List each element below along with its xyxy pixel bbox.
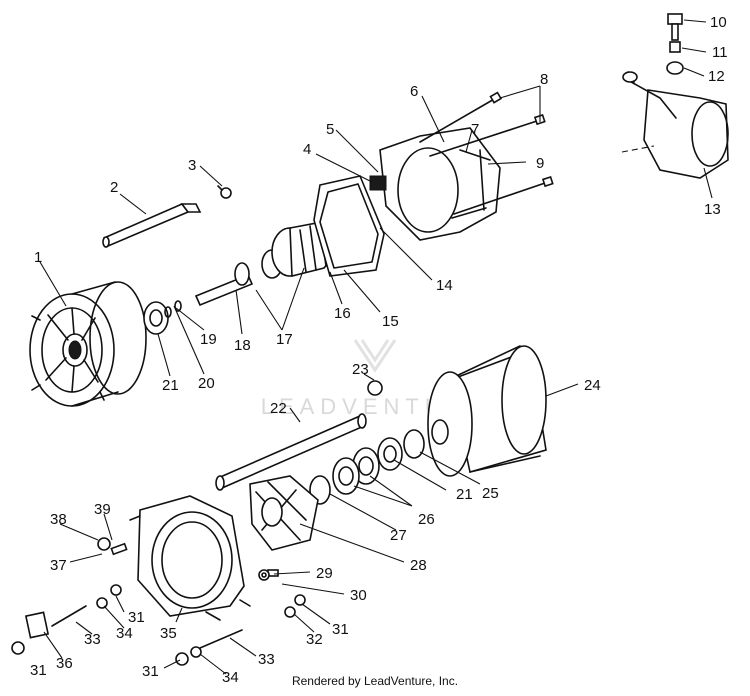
driveshaft-long: [215, 413, 367, 491]
callout-18: 18: [234, 337, 251, 354]
callout-23: 23: [352, 361, 369, 378]
callout-13: 13: [704, 201, 721, 218]
callout-28: 28: [410, 557, 427, 574]
impeller-rear: [249, 475, 319, 551]
callout-16: 16: [334, 305, 351, 322]
callout-34b: 34: [222, 669, 239, 686]
callout-33b: 33: [258, 651, 275, 668]
callout-20: 20: [198, 375, 215, 392]
bilge-pipe: [102, 203, 202, 248]
steering-nozzle: [621, 13, 729, 179]
callout-19: 19: [200, 331, 217, 348]
callout-3: 3: [188, 157, 196, 174]
drive-tube-cylinder: [427, 345, 547, 477]
fasteners: [11, 537, 306, 666]
callout-7: 7: [471, 121, 479, 138]
leader-lines: [39, 19, 713, 675]
callout-8: 8: [540, 71, 548, 88]
callout-21: 21: [162, 377, 179, 394]
callouts: 1 2 3 4 5 6 7 8 9 10 11 12 13 14 15 16 1…: [30, 14, 728, 686]
callout-21b: 21: [456, 486, 473, 503]
o-ring: [367, 380, 383, 396]
callout-6: 6: [410, 83, 418, 100]
callout-22: 22: [270, 400, 287, 417]
intake-housing: [29, 281, 147, 407]
callout-15: 15: [382, 313, 399, 330]
callout-34a: 34: [116, 625, 133, 642]
small-bolt: [258, 569, 279, 581]
callout-25: 25: [482, 485, 499, 502]
callout-36: 36: [56, 655, 73, 672]
callout-27: 27: [390, 527, 407, 544]
callout-31c: 31: [30, 662, 47, 679]
callout-17: 17: [276, 331, 293, 348]
callout-37: 37: [50, 557, 67, 574]
pump-housing: [369, 127, 501, 241]
callout-35: 35: [160, 625, 177, 642]
callout-14: 14: [436, 277, 453, 294]
footer-credit: Rendered by LeadVenture, Inc.: [291, 674, 459, 688]
callout-31b: 31: [332, 621, 349, 638]
callout-9: 9: [536, 155, 544, 172]
hose-clamp: [217, 185, 232, 199]
callout-1: 1: [34, 249, 42, 266]
callout-31d: 31: [142, 663, 159, 680]
callout-39: 39: [94, 501, 111, 518]
callout-31a: 31: [128, 609, 145, 626]
callout-5: 5: [326, 121, 334, 138]
callout-24: 24: [584, 377, 601, 394]
callout-32: 32: [306, 631, 323, 648]
callout-12: 12: [708, 68, 725, 85]
drive-shaft-short: [194, 249, 283, 307]
callout-30: 30: [350, 587, 367, 604]
callout-26: 26: [418, 511, 435, 528]
callout-10: 10: [710, 14, 727, 31]
seal-bearing-front: [143, 300, 182, 335]
housing-bolts: [419, 91, 554, 215]
rear-pump-housing: [129, 495, 251, 621]
callout-33a: 33: [84, 631, 101, 648]
callout-4: 4: [303, 141, 311, 158]
callout-29: 29: [316, 565, 333, 582]
callout-2: 2: [110, 179, 118, 196]
callout-38: 38: [50, 511, 67, 528]
callout-11: 11: [712, 44, 728, 61]
